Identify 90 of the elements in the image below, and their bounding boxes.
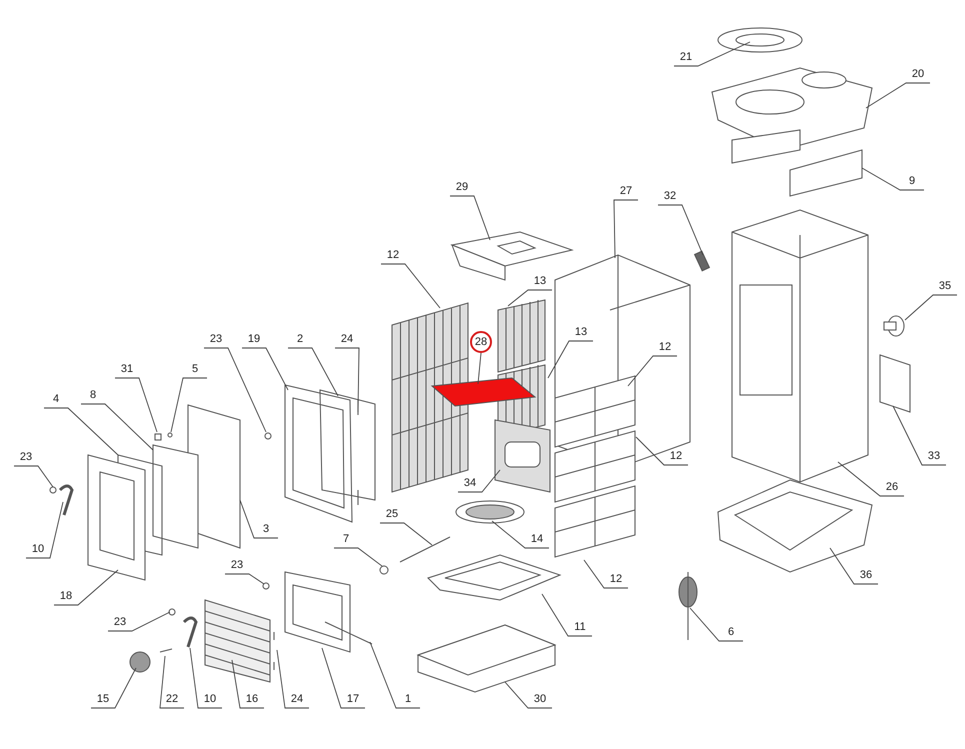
leader-line: [90, 668, 136, 708]
callout-number: 10: [27, 543, 49, 556]
callout-number: 16: [241, 693, 263, 706]
leader-line: [508, 290, 552, 306]
leader-line: [584, 560, 628, 588]
leader-line: [242, 348, 288, 390]
leader-line: [334, 348, 360, 412]
leader-line: [892, 406, 946, 466]
callout-number: 18: [55, 590, 77, 603]
leader-line: [26, 502, 64, 558]
leader-line: [370, 642, 420, 708]
leader-line: [614, 200, 638, 258]
leader-line: [380, 264, 440, 308]
callout-number: 29: [451, 181, 473, 194]
leader-line: [830, 548, 878, 584]
leader-line: [504, 682, 552, 708]
callout-number: 12: [654, 341, 676, 354]
leader-line: [288, 348, 338, 396]
callout-number: 34: [459, 477, 481, 490]
callout-number: 33: [923, 450, 945, 463]
callout-number: 23: [226, 559, 248, 572]
callout-number: 30: [529, 693, 551, 706]
callout-number: 1: [397, 693, 419, 706]
callout-number: 19: [243, 333, 265, 346]
callout-number: 14: [526, 533, 548, 546]
leader-line: [904, 294, 958, 320]
callout-number: 2: [289, 333, 311, 346]
leader-line: [80, 404, 154, 450]
leader-line: [674, 42, 750, 66]
circled-callout-number: 28: [470, 331, 492, 353]
leader-line: [14, 466, 54, 488]
leader-line: [838, 462, 904, 496]
leader-line: [44, 408, 118, 456]
callout-number: 24: [336, 333, 358, 346]
leader-line: [492, 520, 550, 548]
leader-line: [108, 612, 170, 632]
callout-number: 35: [934, 280, 956, 293]
leader-line: [190, 648, 222, 708]
leader-line: [114, 378, 158, 432]
leader-line: [690, 608, 744, 642]
leader-line: [232, 660, 264, 708]
callout-number: 31: [116, 363, 138, 376]
callout-number: 23: [109, 616, 131, 629]
callout-number: 21: [675, 51, 697, 64]
callout-number: 26: [881, 481, 903, 494]
callout-number: 12: [382, 249, 404, 262]
callout-number: 13: [570, 326, 592, 339]
leader-line: [636, 436, 688, 466]
callout-number: 23: [15, 451, 37, 464]
callout-number: 3: [255, 523, 277, 536]
leader-line: [866, 82, 930, 108]
callout-number: 11: [569, 621, 591, 634]
callout-number: 15: [92, 693, 114, 706]
leader-line: [160, 656, 184, 708]
leader-line: [322, 648, 366, 708]
leader-line: [54, 570, 118, 606]
callout-number: 7: [335, 533, 357, 546]
callout-number: 17: [342, 693, 364, 706]
callout-number: 5: [184, 363, 206, 376]
callout-number: 6: [720, 626, 742, 639]
callout-number: 12: [665, 450, 687, 463]
leader-line: [240, 500, 278, 538]
leader-line: [276, 650, 310, 708]
leader-line: [458, 470, 500, 492]
callout-number: 4: [45, 393, 67, 406]
callout-number: 8: [82, 389, 104, 402]
leader-line: [170, 378, 208, 432]
leader-line: [548, 340, 594, 378]
leader-line: [224, 574, 264, 584]
callout-number: 27: [615, 185, 637, 198]
callout-number: 24: [286, 693, 308, 706]
callout-number: 23: [205, 333, 227, 346]
callout-number: 13: [529, 275, 551, 288]
callout-number: 9: [901, 175, 923, 188]
callout-number: 25: [381, 508, 403, 521]
leader-line: [334, 548, 382, 566]
callout-number: 10: [199, 693, 221, 706]
leader-line: [658, 204, 704, 256]
callout-number: 22: [161, 693, 183, 706]
callout-number: 20: [907, 68, 929, 81]
leader-line: [628, 356, 678, 386]
leader-line: [450, 196, 490, 240]
leader-line: [862, 168, 924, 190]
leader-line: [380, 522, 432, 546]
callout-number: 36: [855, 569, 877, 582]
callout-number: 32: [659, 190, 681, 203]
callout-number: 12: [605, 573, 627, 586]
leader-line: [542, 594, 592, 636]
leader-line: [478, 352, 482, 384]
leader-line: [204, 348, 266, 432]
